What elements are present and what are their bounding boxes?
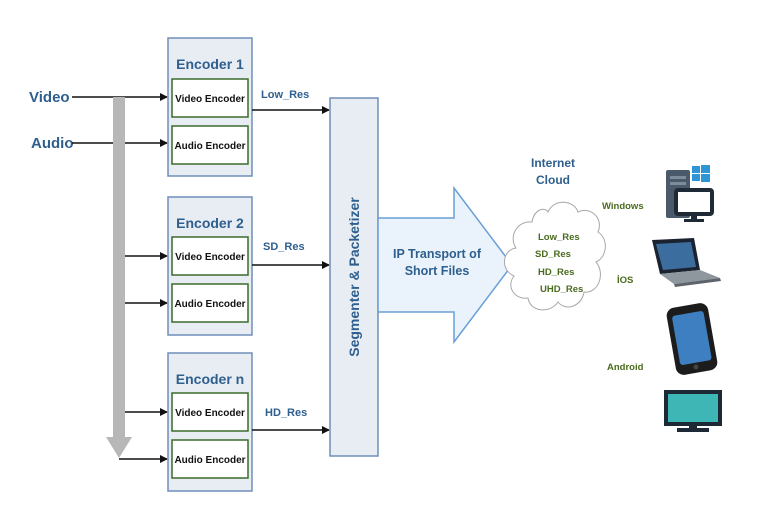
cloud-title-line2: Cloud xyxy=(536,173,570,187)
cloud-item: UHD_Res xyxy=(540,284,583,295)
transport-label-line2: Short Files xyxy=(405,264,470,278)
laptop-icon xyxy=(652,238,721,287)
audio-encoder-label: Audio Encoder xyxy=(174,141,245,152)
distribution-bus-arrow xyxy=(106,97,132,458)
video-encoder-label: Video Encoder xyxy=(175,252,245,263)
audio-input-label: Audio xyxy=(31,135,74,152)
segmenter-packetizer-box: Segmenter & Packetizer xyxy=(329,97,379,457)
encoder-n-output-label: HD_Res xyxy=(265,407,307,419)
video-input-label: Video xyxy=(29,89,70,106)
encoder-title: Encoder n xyxy=(176,371,244,387)
smartphone-icon xyxy=(666,303,718,375)
encoder-1-output-label: Low_Res xyxy=(261,89,309,101)
cloud-title-line1: Internet xyxy=(531,156,575,170)
segmenter-label: Segmenter & Packetizer xyxy=(346,197,362,357)
windows-pc-icon xyxy=(666,165,714,222)
cloud-shape xyxy=(504,201,606,311)
encoder-1: Encoder 1 Video Encoder Audio Encoder xyxy=(167,37,253,177)
cloud-item: Low_Res xyxy=(538,232,580,243)
video-encoder-label: Video Encoder xyxy=(175,408,245,419)
transport-label-line1: IP Transport of xyxy=(393,247,482,261)
ios-label: İOS xyxy=(617,275,633,286)
video-encoder-label: Video Encoder xyxy=(175,94,245,105)
encoder-title: Encoder 1 xyxy=(176,56,244,72)
windows-label: Windows xyxy=(602,201,644,212)
tv-icon xyxy=(664,390,722,432)
cloud-item: SD_Res xyxy=(535,249,571,260)
audio-encoder-label: Audio Encoder xyxy=(174,455,245,466)
encoder-2: Encoder 2 Video Encoder Audio Encoder xyxy=(167,196,253,336)
android-label: Android xyxy=(607,362,644,373)
encoder-n: Encoder n Video Encoder Audio Encoder xyxy=(167,352,253,492)
encoder-2-output-label: SD_Res xyxy=(263,241,305,253)
ip-transport-arrow: IP Transport of Short Files xyxy=(377,185,513,345)
cloud-item: HD_Res xyxy=(538,267,574,278)
encoder-title: Encoder 2 xyxy=(176,215,244,231)
windows-logo-icon xyxy=(692,165,710,182)
audio-encoder-label: Audio Encoder xyxy=(174,299,245,310)
